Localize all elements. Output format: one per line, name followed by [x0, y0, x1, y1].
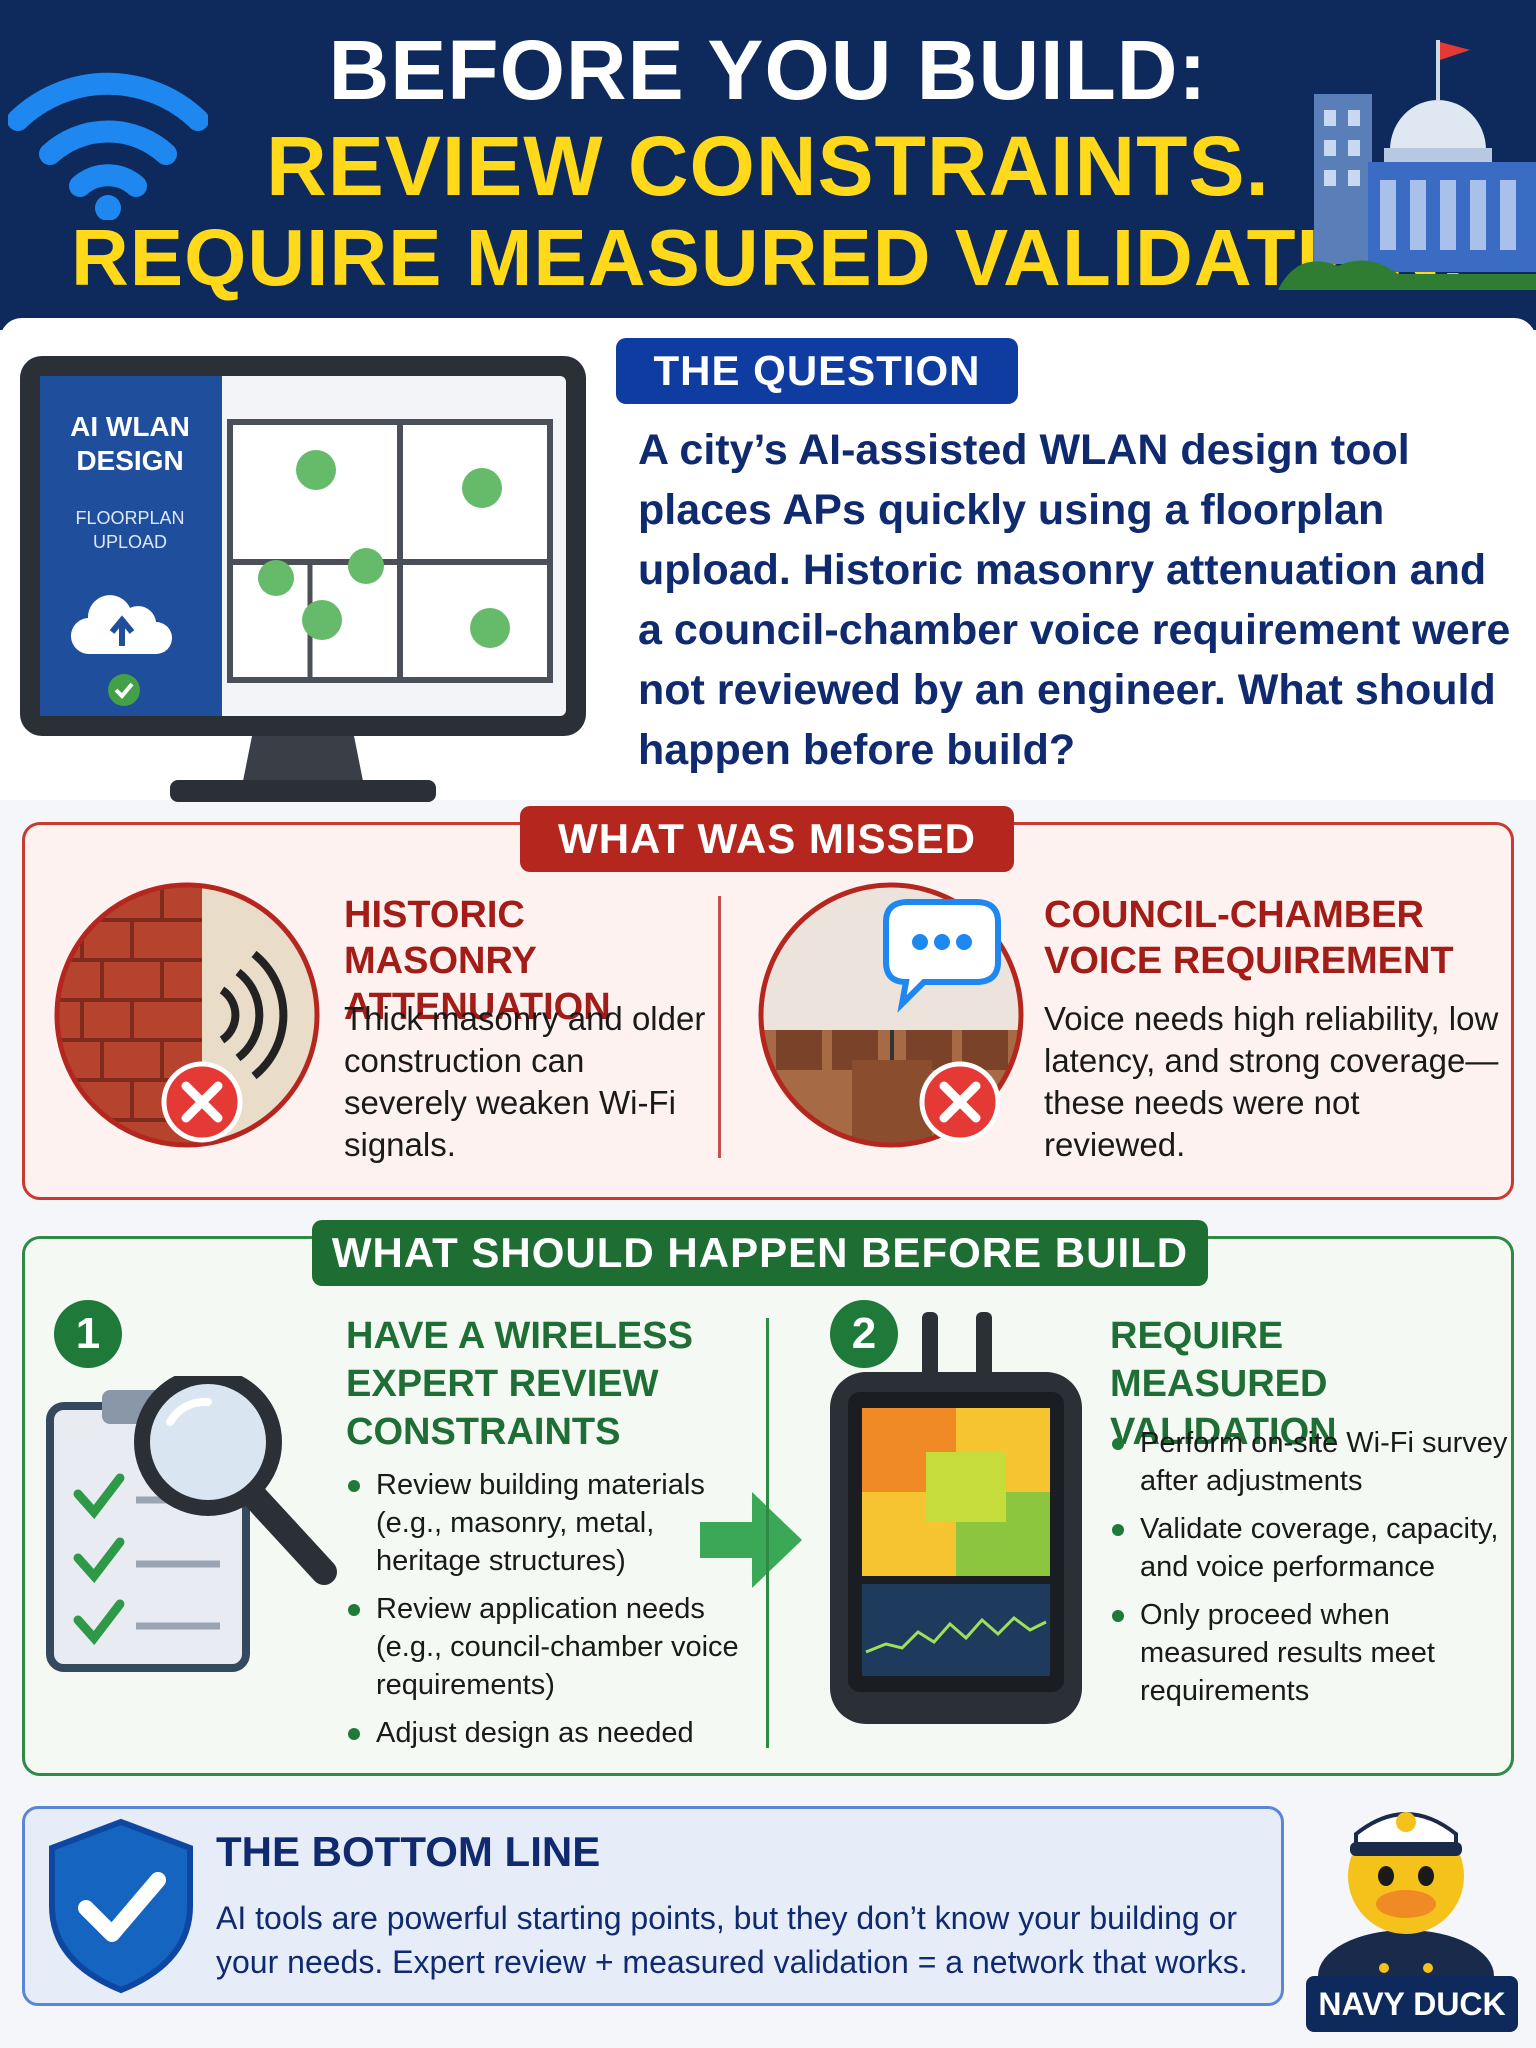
step-1-title: HAVE A WIRELESS EXPERT REVIEW CONSTRAINT… — [346, 1315, 693, 1453]
step-2-bullets: Perform on-site Wi-Fi survey after adjus… — [1110, 1424, 1510, 1720]
wifi-icon — [8, 72, 208, 220]
headline-line-1: BEFORE YOU BUILD: — [328, 23, 1208, 117]
step-number-1: 1 — [54, 1300, 122, 1368]
missed-title-masonry: HISTORIC MASONRY ATTENUATION — [344, 894, 611, 1028]
brick-wall-signal-icon — [54, 882, 320, 1148]
list-item: Adjust design as needed — [346, 1714, 746, 1752]
list-item: Perform on-site Wi-Fi survey after adjus… — [1110, 1424, 1510, 1500]
question-pill: THE QUESTION — [616, 338, 1018, 404]
missed-body-voice: Voice needs high reliability, low latenc… — [1044, 1000, 1499, 1163]
council-chamber-icon — [758, 882, 1024, 1148]
bottom-line-title: THE BOTTOM LINE — [216, 1828, 601, 1875]
wifi-survey-meter-icon — [830, 1312, 1082, 1724]
list-item: Review application needs (e.g., council-… — [346, 1590, 746, 1704]
clipboard-magnifier-icon — [46, 1376, 337, 1672]
bottom-line-text: AI tools are powerful starting points, b… — [216, 1900, 1248, 1980]
headline-line-3: REQUIRE MEASURED VALIDATION. — [71, 213, 1465, 302]
question-text: A city’s AI-assisted WLAN design tool pl… — [638, 426, 1511, 774]
missed-title-voice: COUNCIL-CHAMBER VOICE REQUIREMENT — [1044, 894, 1454, 982]
missed-body-masonry: Thick masonry and older construction can… — [344, 1000, 706, 1163]
step-number-2: 2 — [830, 1300, 898, 1368]
mascot-label: NAVY DUCK — [1306, 1976, 1518, 2032]
list-item: Only proceed when measured results meet … — [1110, 1596, 1510, 1710]
list-item: Review building materials (e.g., masonry… — [346, 1466, 746, 1580]
city-hall-icon — [1278, 40, 1536, 290]
header-banner: BEFORE YOU BUILD: REVIEW CONSTRAINTS. RE… — [0, 0, 1536, 330]
monitor-upload-label: FLOORPLAN UPLOAD — [75, 508, 185, 552]
monitor-title: AI WLAN DESIGN — [70, 411, 190, 476]
missed-divider — [718, 896, 721, 1158]
list-item: Validate coverage, capacity, and voice p… — [1110, 1510, 1510, 1586]
step-1-bullets: Review building materials (e.g., masonry… — [346, 1466, 746, 1762]
missed-pill: WHAT WAS MISSED — [520, 806, 1014, 872]
build-divider — [766, 1318, 769, 1748]
arrow-right-icon — [700, 1492, 802, 1588]
build-pill: WHAT SHOULD HAPPEN BEFORE BUILD — [312, 1220, 1208, 1286]
shield-check-icon — [49, 1818, 193, 1994]
bottom-line-panel — [22, 1806, 1284, 2006]
step-2-title: REQUIRE MEASURED VALIDATION — [1110, 1315, 1337, 1453]
monitor-icon — [20, 356, 586, 802]
headline-line-2: REVIEW CONSTRAINTS. — [266, 119, 1270, 213]
